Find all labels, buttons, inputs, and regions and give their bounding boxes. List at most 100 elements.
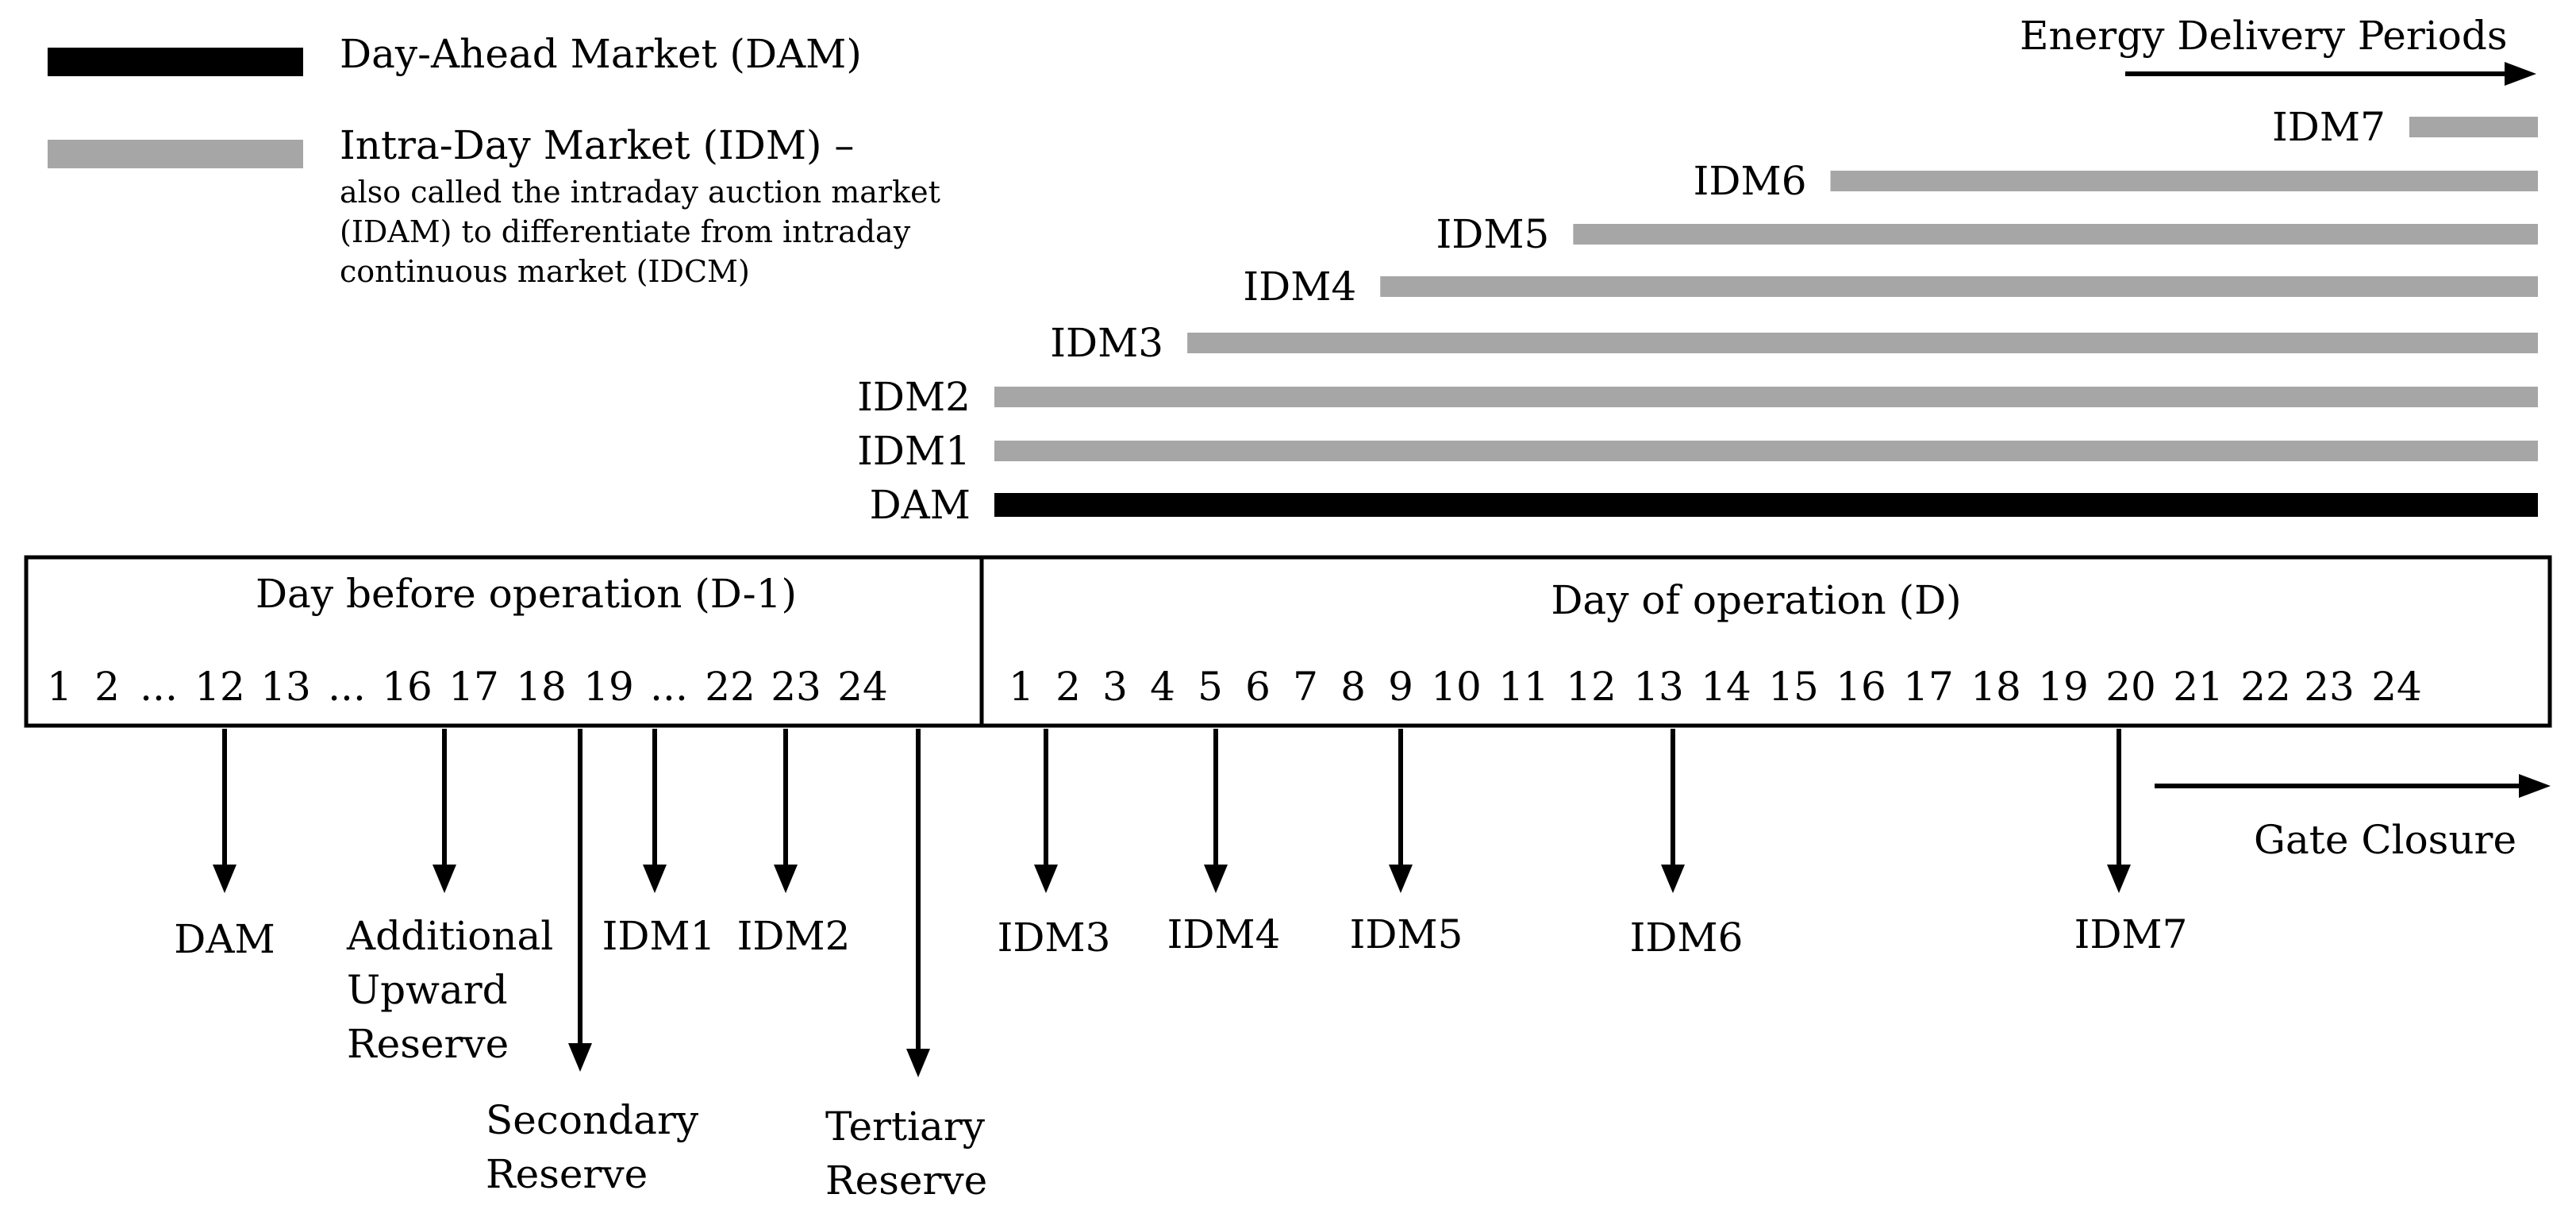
- hour-label: 15: [1768, 664, 1819, 710]
- delivery-periods-label: Energy Delivery Periods: [2020, 13, 2508, 59]
- legend-idm-note-line: also called the intraday auction market: [340, 175, 940, 210]
- delivery-bar-idm1: [994, 441, 2538, 461]
- arrow-down-icon: [1661, 865, 1685, 893]
- gate-closure-idm1: IDM1: [602, 729, 716, 959]
- legend-dam-label: Day-Ahead Market (DAM): [340, 31, 862, 77]
- delivery-periods-indicator: Energy Delivery Periods: [2020, 13, 2536, 86]
- arrow-down-icon: [213, 865, 236, 893]
- gate-closure-idm4: IDM4: [1167, 729, 1281, 957]
- gate-closure-idm5: IDM5: [1350, 729, 1463, 957]
- arrow-down-icon: [433, 865, 456, 893]
- delivery-bar-label: IDM3: [1050, 320, 1163, 366]
- hour-label: 5: [1198, 664, 1223, 710]
- arrow-right-icon: [2505, 62, 2536, 86]
- hour-label: 16: [382, 664, 433, 710]
- hour-label: 16: [1836, 664, 1886, 710]
- hour-label: 8: [1340, 664, 1366, 710]
- hour-label: 19: [583, 664, 634, 710]
- gate-closure-label: Upward: [347, 967, 508, 1013]
- day-of-title: Day of operation (D): [1551, 577, 1961, 623]
- hour-label: 2: [94, 664, 120, 710]
- gate-closure-label: Reserve: [347, 1021, 509, 1067]
- hour-label: 22: [705, 664, 755, 710]
- hour-label: 9: [1388, 664, 1413, 710]
- hour-label: 23: [771, 664, 821, 710]
- hour-label: 12: [1566, 664, 1617, 710]
- hour-label: 7: [1293, 664, 1318, 710]
- legend-dam-swatch: [48, 48, 303, 76]
- gate-closure-label: IDM7: [2074, 911, 2188, 957]
- delivery-bar-label: IDM2: [857, 374, 971, 420]
- gate-closure-label: IDM1: [602, 913, 716, 959]
- gate-closure-label: Secondary: [486, 1097, 699, 1143]
- timeline: Day before operation (D-1) Day of operat…: [24, 555, 2552, 728]
- hour-label: 22: [2240, 664, 2291, 710]
- delivery-bar-idm5: [1573, 224, 2538, 245]
- hour-label: 1: [47, 664, 72, 710]
- hour-label: 17: [448, 664, 499, 710]
- gate-closure-label: IDM5: [1350, 911, 1463, 957]
- gate-closure-idm3: IDM3: [998, 729, 1111, 961]
- delivery-bar-label: IDM4: [1243, 264, 1356, 310]
- hour-label: 3: [1102, 664, 1128, 710]
- legend: Day-Ahead Market (DAM) Intra-Day Market …: [48, 31, 940, 289]
- gate-closure-label: Tertiary: [825, 1104, 986, 1150]
- gate-closure-label: IDM4: [1167, 911, 1281, 957]
- gate-closure-dam: DAM: [174, 729, 275, 962]
- hour-label: 13: [1633, 664, 1684, 710]
- delivery-bar-idm3: [1187, 333, 2538, 353]
- delivery-bar-idm2: [994, 387, 2538, 407]
- hour-label: 14: [1701, 664, 1751, 710]
- hour-label: 2: [1055, 664, 1081, 710]
- arrow-down-icon: [906, 1049, 930, 1077]
- delivery-bar-idm6: [1830, 171, 2538, 191]
- hour-label: 23: [2304, 664, 2355, 710]
- gate-closure-idm7: IDM7: [2074, 729, 2188, 957]
- gate-closure-idm2: IDM2: [737, 729, 850, 959]
- arrow-down-icon: [1389, 865, 1413, 893]
- hour-label: 24: [837, 664, 888, 710]
- delivery-bar-idm4: [1380, 276, 2538, 297]
- timeline-frame: [24, 555, 2552, 728]
- gate-closure-label: Reserve: [486, 1151, 648, 1197]
- delivery-bar-label: DAM: [870, 482, 971, 528]
- hour-label: 1: [1009, 664, 1034, 710]
- arrow-down-icon: [774, 865, 798, 893]
- delivery-bar-label: IDM1: [857, 428, 971, 474]
- day-before-title: Day before operation (D-1): [256, 571, 797, 617]
- hour-label: 13: [260, 664, 311, 710]
- gate-closure-label: Gate Closure: [2254, 817, 2516, 863]
- hour-label: 11: [1498, 664, 1549, 710]
- legend-idm-note-line: (IDAM) to differentiate from intraday: [340, 214, 911, 249]
- hour-label: 24: [2371, 664, 2422, 710]
- hour-label: 6: [1245, 664, 1271, 710]
- hour-label: 12: [194, 664, 245, 710]
- gate-closure-indicator: Gate Closure: [2155, 774, 2551, 863]
- legend-idm-label: Intra-Day Market (IDM) –: [340, 122, 854, 168]
- hour-label: 20: [2105, 664, 2156, 710]
- gate-closure-label: Reserve: [825, 1157, 987, 1204]
- gate-closure-label: IDM3: [998, 915, 1111, 961]
- delivery-bar-idm7: [2409, 117, 2538, 137]
- hour-label: 21: [2173, 664, 2224, 710]
- gate-closure-idm6: IDM6: [1630, 729, 1743, 961]
- arrow-down-icon: [2107, 865, 2131, 893]
- hour-label: ...: [140, 664, 178, 710]
- hour-label: ...: [328, 664, 366, 710]
- arrow-down-icon: [643, 865, 667, 893]
- hour-label: 4: [1150, 664, 1175, 710]
- legend-idm-swatch: [48, 140, 303, 168]
- legend-idm-note-line: continuous market (IDCM): [340, 254, 750, 289]
- gate-closure-label: Additional: [346, 913, 553, 959]
- hour-label: 18: [1970, 664, 2021, 710]
- gate-closure-label: DAM: [174, 916, 275, 962]
- arrow-right-icon: [2519, 774, 2551, 798]
- arrow-down-icon: [1034, 865, 1058, 893]
